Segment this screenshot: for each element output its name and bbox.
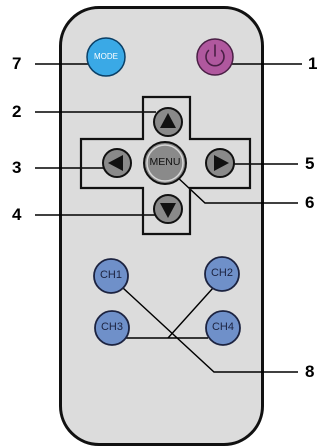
menu-button-label: MENU [149, 156, 181, 168]
ch4-button-label: CH4 [211, 321, 234, 333]
mode-button-label: MODE [94, 52, 118, 61]
mode-button[interactable] [86, 37, 126, 77]
menu-button[interactable] [143, 141, 187, 185]
callout-2: 2 [12, 102, 22, 121]
triangle-up-icon [160, 113, 176, 128]
dpad-frame [79, 95, 252, 236]
triangle-right-icon [214, 155, 229, 171]
leader-line-8 [109, 275, 298, 373]
ch2-button-label: CH2 [210, 267, 233, 279]
callout-1: 1 [308, 54, 318, 73]
power-icon [205, 44, 225, 67]
ch1-button[interactable] [93, 258, 129, 294]
callout-5: 5 [305, 154, 315, 173]
ch4-button[interactable] [205, 310, 241, 346]
triangle-left-icon [108, 155, 123, 171]
leader-line-6 [174, 174, 298, 204]
ch2-button[interactable] [204, 256, 240, 292]
callout-6: 6 [305, 193, 315, 212]
triangle-down-icon [160, 203, 176, 218]
callout-7: 7 [12, 54, 22, 73]
callout-4: 4 [12, 205, 22, 224]
callout-3: 3 [12, 158, 22, 177]
remote-control-body [59, 6, 264, 446]
power-button[interactable] [196, 38, 234, 76]
menu-button-inner-ring [146, 144, 184, 182]
callout-8: 8 [305, 362, 315, 381]
ch1-button-label: CH1 [99, 269, 122, 281]
ch3-button-label: CH3 [100, 321, 123, 333]
ch3-button[interactable] [94, 310, 130, 346]
